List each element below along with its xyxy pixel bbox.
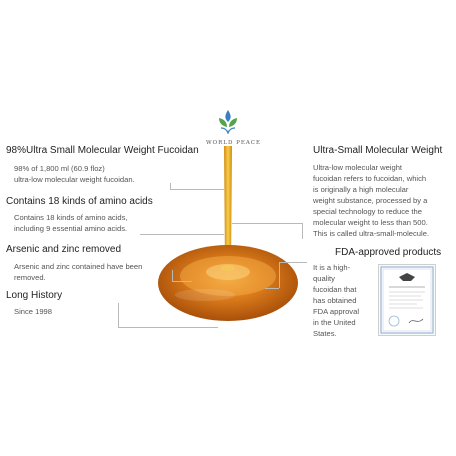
feature-description: Since 1998 (14, 307, 52, 316)
feature-title: FDA-approved products (335, 247, 442, 258)
feature-title: Contains 18 kinds of amino acids (6, 196, 153, 207)
feature-ultra-small-weight: 98%Ultra Small Molecular Weight Fucoidan (6, 145, 199, 156)
lotus-drop-icon (219, 110, 237, 135)
honey-stream (224, 146, 232, 268)
connector-line (172, 270, 173, 281)
connector-line (170, 189, 224, 190)
feature-description: Arsenic and zinc contained have been rem… (14, 262, 143, 282)
feature-amino-acids: Contains 18 kinds of amino acids (6, 196, 153, 207)
feature-description: Contains 18 kinds of amino acids, includ… (14, 213, 128, 233)
connector-line (302, 223, 303, 239)
feature-title: Arsenic and zinc removed (6, 244, 122, 255)
connector-line (279, 262, 280, 288)
feature-long-history: Long History (6, 290, 62, 301)
feature-fda-approved: FDA-approved products (335, 247, 441, 258)
brand-name: WORLD PEACE (206, 140, 262, 146)
feature-description: 98% of 1,800 ml (60.9 floz) ultra-low mo… (14, 164, 135, 184)
feature-molecular-weight: Ultra-Small Molecular Weight (313, 145, 442, 156)
connector-line (118, 327, 218, 328)
brand-logo: WORLD PEACE (206, 110, 262, 146)
fda-certificate-image (378, 264, 436, 336)
feature-description: Ultra-low molecular weight fucoidan refe… (313, 163, 430, 238)
connector-line (170, 183, 171, 189)
connector-line (172, 281, 192, 282)
connector-line (232, 223, 302, 224)
connector-line (265, 288, 279, 289)
feature-arsenic-zinc: Arsenic and zinc removed (6, 244, 121, 255)
feature-description: It is a high- quality fucoidan that has … (313, 263, 360, 338)
feature-title: Long History (6, 290, 63, 301)
connector-line (140, 234, 224, 235)
connector-line (279, 262, 307, 263)
feature-title: 98%Ultra Small Molecular Weight Fucoidan (6, 145, 199, 156)
connector-line (118, 303, 119, 327)
feature-title: Ultra-Small Molecular Weight (313, 145, 443, 156)
